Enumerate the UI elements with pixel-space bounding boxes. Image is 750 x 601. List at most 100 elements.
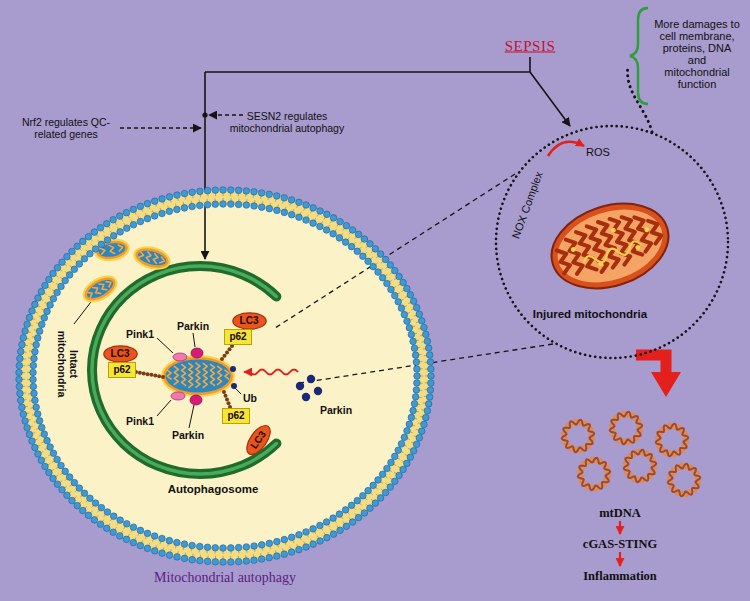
leader-lines (74, 298, 241, 428)
matrix-granule (570, 246, 576, 252)
lipid-head (317, 223, 324, 230)
lipid-head (32, 397, 39, 404)
cascade-arrow (619, 552, 621, 566)
lipid-head (151, 548, 158, 555)
oval-shape (242, 422, 275, 459)
lipid-head (24, 424, 31, 431)
lipid-head (414, 373, 421, 380)
lipid-head (377, 495, 384, 502)
lipid-head (421, 421, 428, 428)
crista (139, 251, 144, 258)
chain-bead (224, 394, 228, 398)
lipid-head (401, 434, 408, 441)
lipid-head (323, 519, 330, 526)
lipid-head (41, 315, 48, 322)
dna-strand (578, 458, 610, 490)
lipid-head (26, 431, 33, 438)
matrix-granule (610, 227, 616, 233)
node-text: LC3 (240, 315, 259, 327)
lipid-head (365, 258, 372, 265)
lipid-head (34, 335, 41, 342)
lipid-head (144, 200, 151, 207)
lipid-head (47, 444, 54, 451)
lipid-head (372, 246, 379, 253)
lipid-head (91, 517, 98, 524)
outer-membrane (79, 271, 120, 306)
label-holder: Intact mitochondria (56, 327, 80, 401)
lipid-head (387, 262, 394, 269)
adaptor-oval: LC3 (232, 312, 267, 330)
lipid-head (31, 355, 38, 362)
chain-bead (157, 374, 161, 378)
chain-bead (138, 371, 142, 375)
lipid-head (391, 292, 398, 299)
lipid-head (360, 492, 367, 499)
lipid-head (174, 206, 181, 213)
chain-bead (228, 347, 232, 351)
lipid-head (228, 201, 235, 208)
label-holder: mtDNA (599, 506, 641, 521)
lipid-head (50, 270, 57, 277)
lipid-head (228, 545, 235, 552)
ligase-blob (190, 395, 202, 405)
dna-ring (656, 424, 688, 456)
node-text: ROS (586, 146, 610, 158)
lipid-head (87, 495, 94, 502)
lipid-head (324, 211, 331, 218)
dna-ring (562, 420, 594, 452)
lipid-head (281, 195, 288, 202)
lipid-head (74, 243, 81, 250)
lipid-head (46, 276, 53, 283)
lipid-head (407, 292, 414, 299)
lipid-head (39, 321, 46, 328)
crista (153, 254, 159, 264)
lipid-head (85, 233, 92, 240)
engulfed-mitochondrion (162, 356, 234, 396)
lipid-head (130, 221, 137, 228)
lipid-head (159, 535, 166, 542)
lipid-head (296, 214, 303, 221)
receptor-tag: p62 (222, 408, 250, 424)
lipid-head (379, 274, 386, 281)
lipid-head (19, 341, 26, 348)
lipid-head (204, 558, 211, 565)
chain-bead (222, 390, 226, 394)
lipid-head (196, 543, 203, 550)
lipid-head (144, 545, 151, 552)
lipid-head (144, 530, 151, 537)
lipid-head (274, 538, 281, 545)
lipid-head (288, 534, 295, 541)
label-holder: Nrf2 regulates QC-related genes (17, 116, 115, 140)
lipid-head (33, 404, 40, 411)
node-text: p62 (229, 331, 246, 343)
dashed-arrow (120, 127, 201, 128)
lipid-head (137, 203, 144, 210)
dna-strand (610, 412, 642, 444)
oval-shape (103, 346, 136, 362)
leader-line (189, 405, 194, 428)
lipid-head (404, 428, 411, 435)
lipid-head (17, 348, 24, 355)
inner-membrane (98, 241, 127, 258)
zoom-circle: NOX ComplexROSInjured mitochondria (494, 124, 730, 360)
lipid-head (422, 331, 429, 338)
crista (587, 224, 609, 272)
label-holder: More damages to cell membrane, proteins,… (654, 18, 740, 90)
lipid-head (367, 505, 374, 512)
crista (174, 366, 178, 384)
dashed-arrow (209, 114, 243, 115)
ligase-dot (296, 382, 304, 390)
matrix-strand (582, 240, 642, 268)
lipid-head (35, 295, 42, 302)
crista (167, 370, 171, 379)
lipid-head (310, 220, 317, 227)
receptor-tag: p62 (224, 329, 252, 345)
lipid-head (58, 283, 65, 290)
lipid-head (411, 400, 418, 407)
lipid-head (123, 225, 130, 232)
lipid-head (85, 512, 92, 519)
lipid-head (159, 210, 166, 217)
crista (622, 215, 643, 257)
lipid-head (62, 468, 69, 475)
